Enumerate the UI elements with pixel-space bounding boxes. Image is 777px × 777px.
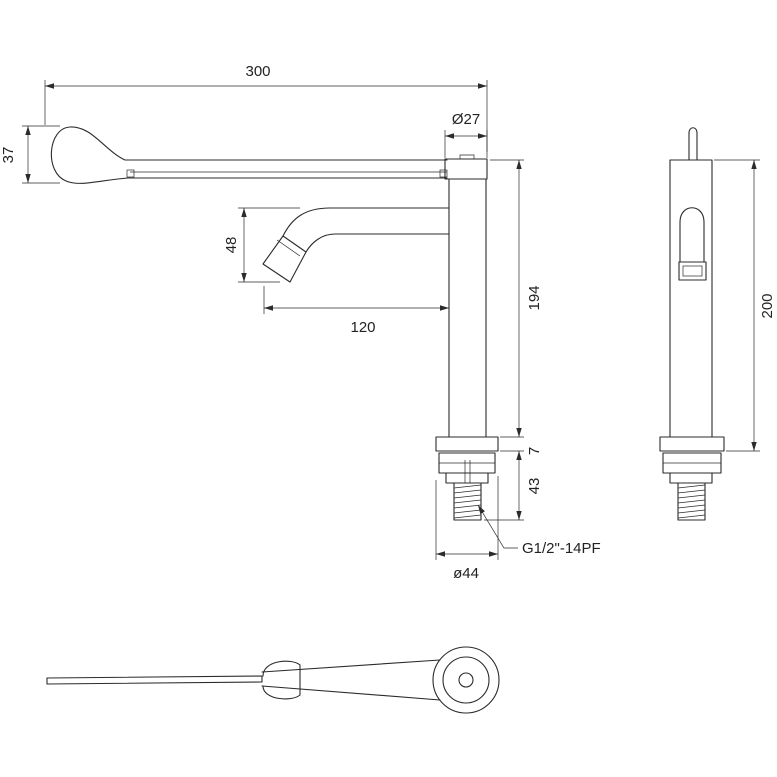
side-view [659, 127, 725, 521]
dim-thread-spec: G1/2"-14PF [522, 540, 601, 557]
side-thread-shank [677, 482, 706, 521]
dim-thread-length: 43 [526, 478, 543, 495]
aerator [262, 235, 307, 283]
top-aerator [262, 660, 301, 700]
top-base-disc [432, 646, 500, 714]
dim-overall-length: 300 [245, 63, 270, 80]
faucet-body [448, 178, 487, 438]
dimension-lines [22, 80, 760, 560]
lever-hub [444, 158, 488, 180]
dim-spout-reach: 120 [350, 319, 375, 336]
dim-spout-drop: 48 [223, 237, 240, 254]
side-base-plate [659, 436, 725, 452]
side-aerator [678, 261, 707, 281]
base-plate [435, 436, 499, 452]
top-lever [46, 675, 263, 685]
washer [445, 472, 489, 484]
lever-handle [50, 126, 448, 184]
thread-shank [453, 482, 482, 521]
spout [282, 207, 450, 253]
dim-lever-height: 37 [0, 147, 17, 164]
dim-base-diameter: ø44 [453, 565, 479, 582]
dim-body-height: 194 [526, 285, 543, 310]
top-view [46, 646, 500, 714]
top-spout [261, 659, 441, 701]
dimension-labels: 300 37 Ø27 48 120 194 7 43 G1/2"-14PF ø4… [0, 63, 776, 582]
dim-total-height: 200 [759, 293, 776, 318]
side-body [669, 159, 713, 438]
side-spout-opening [679, 207, 705, 263]
top-center-hole [458, 672, 474, 688]
front-view [50, 126, 499, 521]
side-lever [688, 127, 698, 161]
dim-body-diameter: Ø27 [452, 111, 480, 128]
dim-base-thickness: 7 [526, 447, 543, 455]
